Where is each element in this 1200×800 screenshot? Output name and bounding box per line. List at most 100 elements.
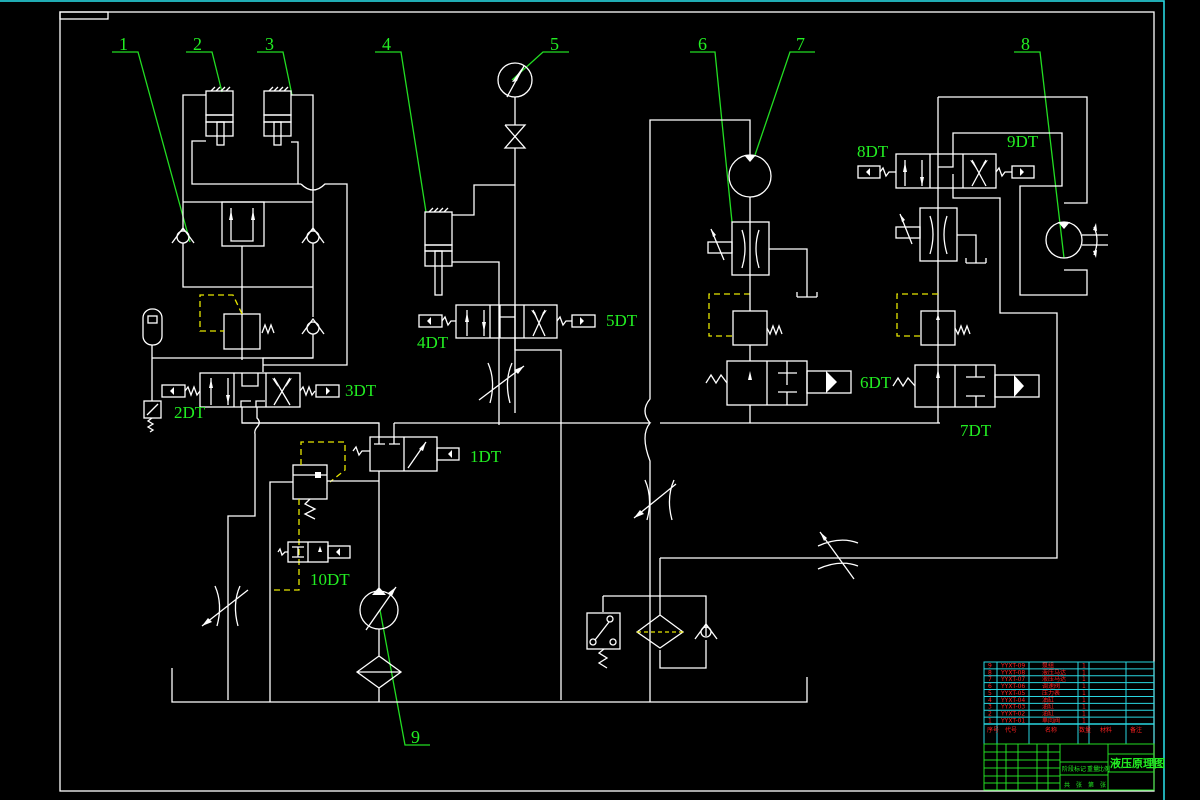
parts-no: 2: [988, 711, 992, 718]
drawing-title: 液压原理图: [1110, 756, 1165, 770]
parts-code: YYXT-02: [1000, 711, 1025, 718]
scale-stage: 阶段标记: [1062, 765, 1086, 773]
callout-9: 9: [379, 609, 430, 747]
parts-list-row: 7 YYXT-07 液压马达 1: [984, 675, 1154, 684]
parts-code: YYXT-09: [1000, 662, 1025, 669]
relief-valve: [270, 441, 346, 591]
parts-qty: 1: [1082, 669, 1086, 676]
flow-control-valve-6: [707, 221, 818, 298]
parts-name: 调速阀: [1042, 682, 1060, 690]
cylinder-2: [205, 86, 234, 146]
parts-qty: 1: [1082, 704, 1086, 711]
svg-text:7: 7: [796, 34, 805, 54]
accumulator: [142, 308, 163, 401]
parts-code: YYXT-06: [1000, 683, 1025, 690]
solenoid-label-8dt: 8DT: [857, 142, 889, 161]
sheet-total: 共: [1064, 781, 1070, 789]
callout-4: 4: [375, 34, 427, 213]
solenoid-label-6dt: 6DT: [860, 373, 892, 392]
sequence-valve-a: [708, 293, 783, 346]
parts-code: YYXT-04: [1000, 697, 1025, 704]
directional-valve-4dt-5dt: [418, 304, 596, 339]
directional-valve-1dt: [352, 436, 460, 472]
solenoid-label-1dt: 1DT: [470, 447, 502, 466]
hydraulic-motor-8: [1045, 221, 1108, 259]
pressure-switch: [143, 400, 162, 433]
parts-no: 3: [988, 704, 992, 711]
svg-text:2: 2: [193, 34, 202, 54]
sequence-valve-b: [896, 293, 971, 346]
header-qty: 数量: [1079, 726, 1091, 734]
parts-qty: 1: [1082, 676, 1086, 683]
callout-1: 1: [112, 34, 191, 243]
parts-no: 9: [988, 662, 992, 669]
callout-8: 8: [1014, 34, 1065, 259]
hydraulic-pump-9: [359, 586, 399, 631]
parts-name: 液压马达: [1042, 675, 1066, 683]
svg-text:1: 1: [119, 34, 128, 54]
parts-name: 液压马达: [1042, 668, 1066, 676]
solenoid-label-9dt: 9DT: [1007, 132, 1039, 151]
header-note: 备注: [1130, 726, 1142, 734]
directional-valve-6dt: [705, 360, 852, 406]
solenoid-label-2dt: 2DT: [174, 403, 206, 422]
solenoid-label-7dt: 7DT: [960, 421, 992, 440]
parts-name: 油缸: [1042, 703, 1054, 711]
scale-ratio: 比例: [1098, 765, 1110, 773]
parts-qty: 1: [1082, 662, 1086, 669]
callout-7: 7: [754, 34, 815, 156]
parts-code: YYXT-05: [1000, 690, 1025, 697]
parts-no: 5: [988, 690, 992, 697]
parts-code: YYXT-03: [1000, 704, 1025, 711]
parts-list-row: 5 YYXT-05 压力表 1: [984, 689, 1154, 697]
callout-3: 3: [257, 34, 293, 96]
parts-name: 油缸: [1042, 710, 1054, 718]
throttle-valve-a: [478, 362, 525, 404]
directional-valve-7dt: [892, 364, 1040, 408]
pressure-switch-b: [586, 612, 621, 669]
directional-valve-8dt-9dt: [660, 132, 1088, 559]
shutoff-valve: [503, 97, 527, 185]
parts-qty: 1: [1082, 711, 1086, 718]
header-material: 材料: [1100, 726, 1112, 734]
solenoid-label-4dt: 4DT: [417, 333, 449, 352]
header-no: 序号: [987, 726, 999, 734]
inner-frame: [59, 11, 1155, 792]
parts-name: 泵组: [1042, 661, 1054, 669]
svg-text:9: 9: [411, 727, 420, 747]
callout-6: 6: [690, 34, 733, 223]
flow-control-valve-b: [895, 207, 987, 264]
parts-list-row: 3 YYXT-03 油缸 1: [984, 703, 1154, 711]
parts-list-row: 9 YYXT-09 泵组 1: [984, 661, 1154, 670]
solenoid-label-10dt: 10DT: [310, 570, 350, 589]
outer-frame: [0, 0, 1165, 800]
svg-text:8: 8: [1021, 34, 1030, 54]
suction-filter: [355, 629, 403, 702]
corner-tag-box: [59, 11, 109, 20]
throttle-valve-b: [201, 585, 249, 627]
parts-code: YYXT-08: [1000, 669, 1025, 676]
header-name: 名称: [1045, 726, 1057, 734]
parts-no: 6: [988, 683, 992, 690]
header-code: 代号: [1005, 726, 1017, 734]
callout-5: 5: [511, 34, 569, 81]
directional-valve-2dt-3dt: [161, 372, 340, 408]
sheet-unit-a: 张: [1076, 781, 1082, 789]
throttle-valve-c: [633, 479, 677, 521]
parts-name: 压力表: [1042, 689, 1060, 697]
parts-no: 7: [988, 676, 992, 683]
check-valve-b: [694, 622, 718, 640]
svg-text:6: 6: [698, 34, 707, 54]
parts-qty: 1: [1082, 718, 1086, 725]
svg-text:3: 3: [265, 34, 274, 54]
parts-qty: 1: [1082, 690, 1086, 697]
sheet-no: 第: [1088, 781, 1094, 789]
parts-code: YYXT-07: [1000, 676, 1025, 683]
parts-no: 1: [988, 718, 992, 725]
cylinder-4: [424, 207, 453, 296]
scale-weight: 重量: [1087, 765, 1099, 773]
